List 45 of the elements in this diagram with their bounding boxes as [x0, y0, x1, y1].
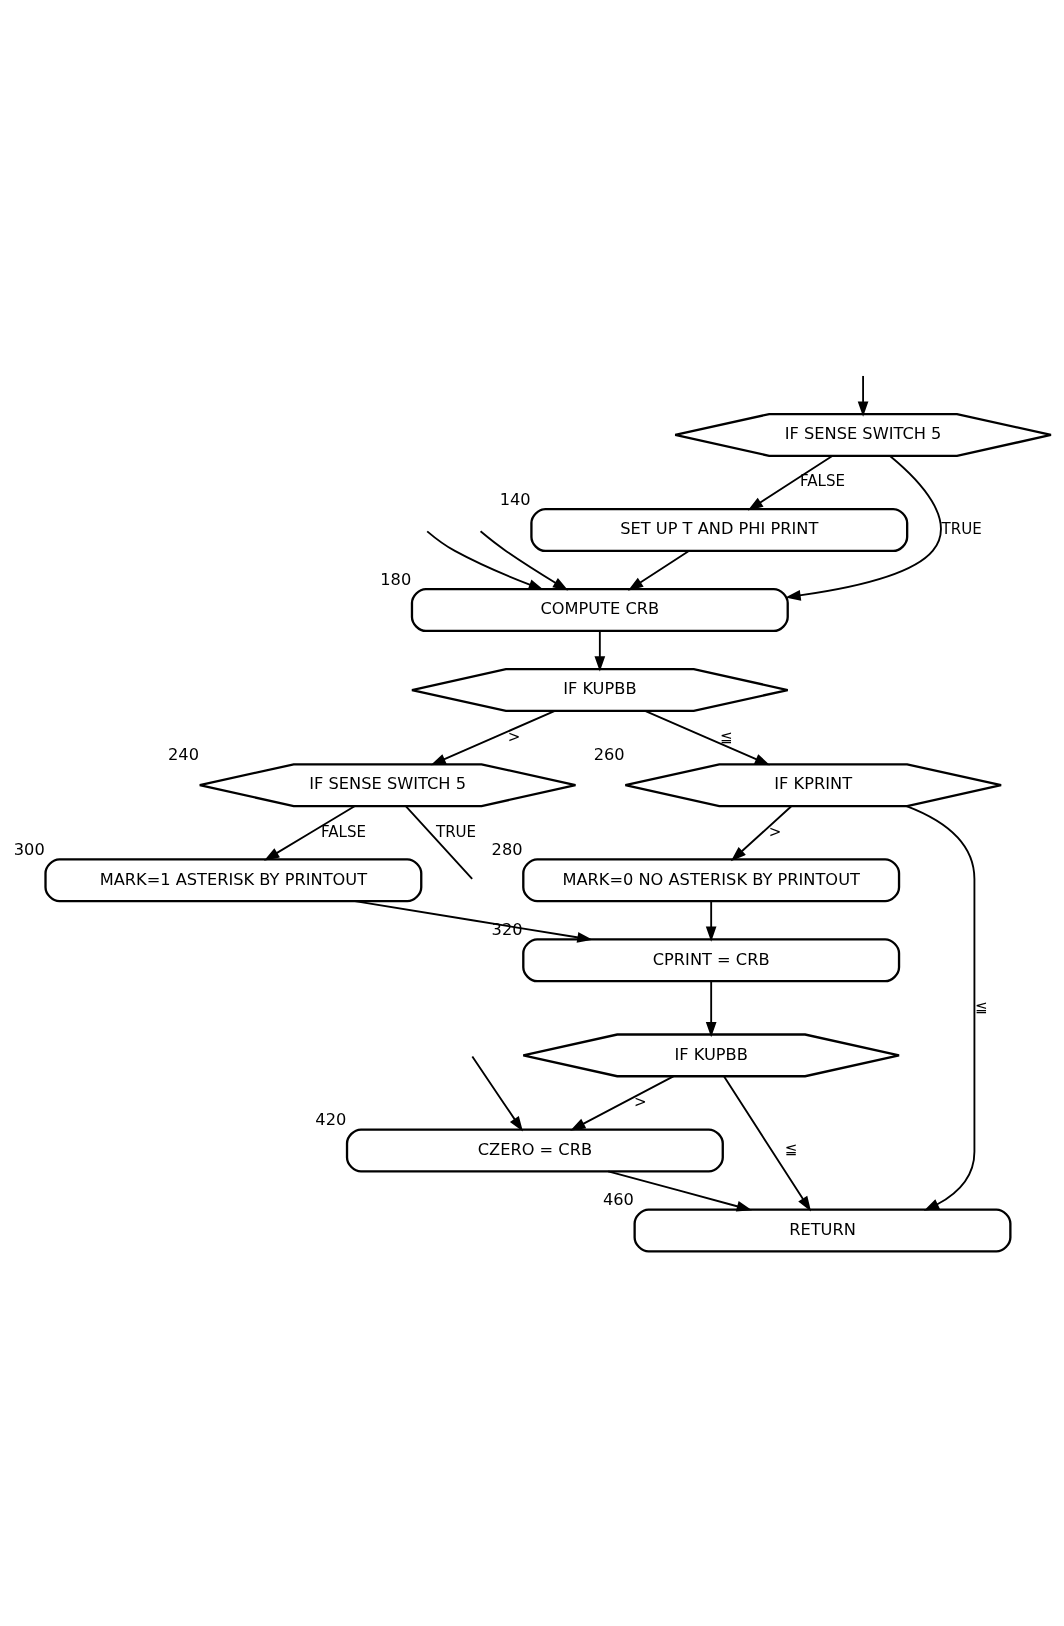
arrow	[705, 980, 717, 1038]
arrow	[785, 455, 942, 601]
node-box: CPRINT = CRB	[522, 938, 901, 983]
node-label: 300	[13, 839, 45, 859]
arrow	[570, 1075, 675, 1131]
edge-label: >	[768, 822, 782, 841]
edge-label: FALSE	[799, 472, 846, 491]
arrow	[723, 1075, 812, 1212]
arrow	[705, 900, 717, 942]
node-label: 280	[491, 839, 523, 859]
node-label: 420	[315, 1110, 347, 1130]
edge-label: TRUE	[435, 822, 477, 841]
node-label: 240	[168, 744, 199, 764]
node-box: RETURN	[633, 1208, 1012, 1253]
arrow	[905, 805, 976, 1211]
node-box: COMPUTE CRB	[410, 588, 789, 633]
edge-label: FALSE	[321, 822, 367, 841]
arrow	[747, 455, 834, 511]
arrow	[479, 530, 569, 591]
edge-label: >	[507, 727, 521, 746]
arrow	[730, 805, 792, 862]
node-box: SET UP T AND PHI PRINT	[530, 508, 909, 553]
edge-label: >	[634, 1092, 647, 1111]
arrow	[471, 1055, 523, 1132]
arrow	[857, 375, 869, 417]
arrow	[594, 630, 606, 672]
arrow	[430, 710, 556, 766]
edge-label: ≦	[719, 727, 733, 746]
node-label: 140	[499, 489, 531, 509]
connector	[405, 805, 474, 880]
edge-label: TRUE	[941, 519, 982, 538]
arrow	[353, 900, 593, 943]
node-label: 180	[380, 569, 412, 589]
arrow	[426, 530, 544, 591]
node-label: 460	[602, 1190, 634, 1210]
node-box: CZERO = CRB	[345, 1128, 724, 1173]
arrow	[644, 710, 771, 766]
edge-label: ≦	[784, 1140, 798, 1159]
node-box: MARK=1 ASTERISK BY PRINTOUT	[44, 858, 423, 903]
node-label: 260	[593, 744, 625, 764]
arrow	[264, 805, 356, 861]
node-box: MARK=0 NO ASTERISK BY PRINTOUT	[522, 858, 901, 903]
arrow	[627, 550, 690, 591]
edge-label: ≦	[975, 997, 988, 1016]
arrow	[607, 1170, 753, 1212]
